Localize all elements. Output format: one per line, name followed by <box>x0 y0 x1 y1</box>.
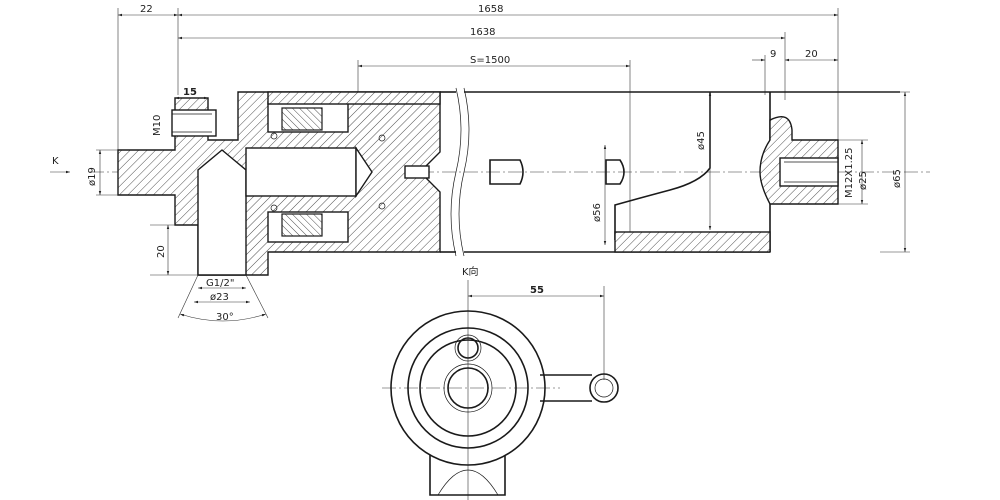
rod-end <box>759 116 839 205</box>
dim-d23: ø23 <box>210 292 229 303</box>
port-dimensions <box>177 274 269 322</box>
top-dimensions <box>117 8 839 240</box>
dim-d56: ø56 <box>592 203 603 222</box>
dim-22: 22 <box>140 4 153 15</box>
dim-15: 15 <box>183 87 197 98</box>
end-view <box>382 310 619 496</box>
dim-d25: ø25 <box>858 171 869 190</box>
dim-d65: ø65 <box>892 169 903 188</box>
dim-1658: 1658 <box>478 4 503 15</box>
dim-9: 9 <box>770 49 776 60</box>
dim-m10: M10 <box>152 115 163 136</box>
cylinder-barrel <box>267 87 900 257</box>
dim-55: 55 <box>530 285 544 296</box>
dim-stroke: S=1500 <box>470 55 510 66</box>
dim-d45: ø45 <box>696 131 707 150</box>
dim-20-top: 20 <box>805 49 818 60</box>
dim-g12: G1/2" <box>206 278 234 289</box>
k-view-label: K向 <box>462 265 479 278</box>
rear-clevis <box>117 91 441 276</box>
dim-20-left: 20 <box>156 245 167 258</box>
dim-1638: 1638 <box>470 27 495 38</box>
dim-30deg: 30° <box>216 312 234 323</box>
dim-d19: ø19 <box>87 167 98 186</box>
k-arrow-label: K <box>52 156 59 167</box>
dim-m12: M12X1.25 <box>844 148 855 198</box>
